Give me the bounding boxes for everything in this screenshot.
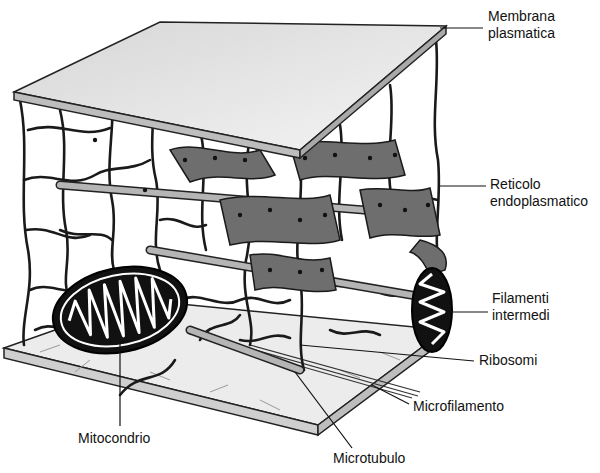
part-label: Membrana plasmatica — [488, 8, 594, 42]
part-label: Mitocondrio — [78, 430, 150, 447]
part-label: Reticolo endoplasmatico — [490, 176, 596, 210]
microfilament — [250, 345, 420, 398]
ribosome-dots — [93, 138, 430, 274]
part-label: Filamenti intermedi — [492, 290, 596, 324]
part-label: Microfilamento — [413, 398, 504, 415]
endoplasmic-reticulum — [170, 140, 446, 292]
leader-line — [120, 28, 488, 448]
part-label: Microtubulo — [333, 450, 405, 467]
plasma-membrane — [14, 22, 446, 158]
part-label: Ribosomi — [479, 352, 537, 369]
mitochondrion — [412, 268, 452, 352]
